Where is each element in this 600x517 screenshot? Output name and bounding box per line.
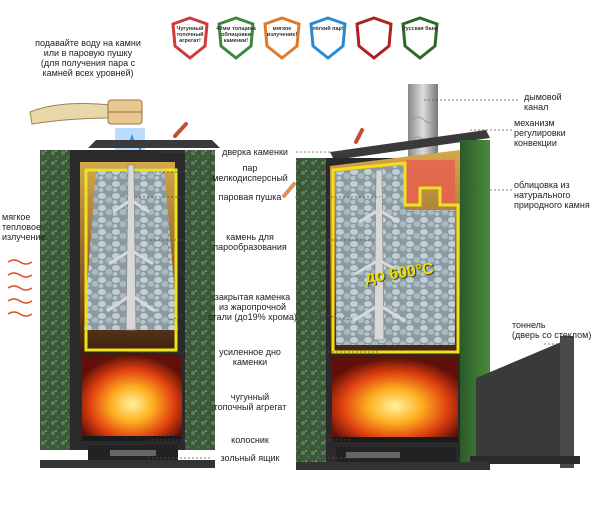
badge-shield-icon <box>171 16 209 60</box>
tunnel-label: тоннель(дверь со стеклом) <box>512 320 592 340</box>
feature-badge-text: Русская баня <box>401 26 439 32</box>
feature-badge-0: Чугунный топочный агрегат! <box>170 16 210 60</box>
radiation-waves-icon <box>7 259 33 317</box>
ash-box-label: зольный ящик <box>220 453 280 463</box>
feature-badge-4 <box>354 16 394 60</box>
right-stove <box>282 84 580 470</box>
grate-label: колосник <box>231 435 269 445</box>
steam-gun-label: паровая пушка <box>218 192 282 202</box>
left-stove <box>40 122 220 468</box>
leader-lines <box>130 99 566 459</box>
feature-badge-3: лёгкий пар! <box>308 16 348 60</box>
feature-badge-5: Русская баня <box>400 16 440 60</box>
feature-badge-text: мягкое излучение! <box>266 26 298 38</box>
feature-badge-2: мягкое излучение! <box>262 16 302 60</box>
badge-shield-icon <box>263 16 301 60</box>
feature-badge-text: Чугунный топочный агрегат! <box>176 26 204 44</box>
badge-shield-icon <box>217 16 255 60</box>
ladle-icon <box>29 99 143 125</box>
badge-shield-icon <box>309 16 347 60</box>
badge-shield-icon <box>401 16 439 60</box>
feature-badge-text: 40мм толщина облицовки каменки! <box>216 26 256 44</box>
feature-badge-text: лёгкий пар! <box>312 26 344 32</box>
stone-door-label: дверка каменки <box>222 147 288 157</box>
badge-shield-icon <box>355 16 393 60</box>
feature-badge-1: 40мм толщина облицовки каменки! <box>216 16 256 60</box>
